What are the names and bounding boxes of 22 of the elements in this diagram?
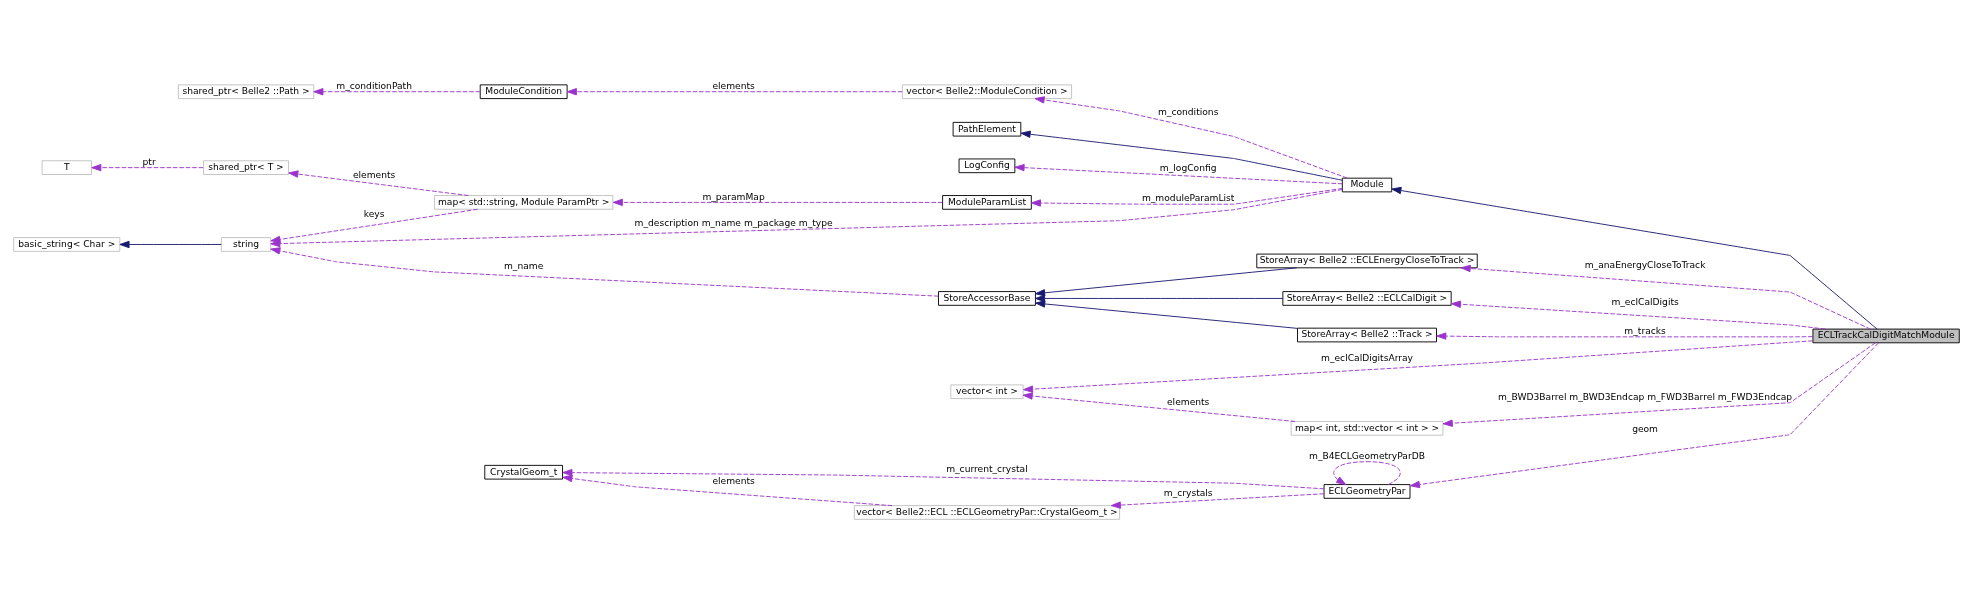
edge-label: m_B4ECLGeometryParDB	[1309, 450, 1425, 461]
edge-label: m_anaEnergyCloseToTrack	[1584, 260, 1706, 271]
edge-label: m_moduleParamList	[1141, 193, 1235, 204]
edge-label: elements	[1167, 396, 1210, 407]
edge-label: geom	[1632, 423, 1659, 434]
edge-label: elements	[712, 476, 755, 487]
edge-label: m_crystals	[1163, 488, 1213, 499]
edge-label: m_BWD3Barrel m_BWD3Endcap m_FWD3Barrel m_FWD3Endcap	[1498, 391, 1793, 402]
edge-label: m_logConfig	[1159, 163, 1217, 174]
edge-label: elements	[352, 169, 396, 180]
edge-label: m_conditions	[1157, 106, 1219, 117]
edge-label: ptr	[142, 156, 156, 167]
edge-label: m_name	[503, 261, 544, 272]
edge-label: elements	[712, 80, 755, 91]
edge-label: m_conditionPath	[336, 80, 412, 91]
edge-label: m_eclCalDigitsArray	[1321, 352, 1413, 363]
edge-label: keys	[363, 209, 385, 220]
edge-label: m_current_crystal	[946, 464, 1028, 475]
edge-label: m_tracks	[1624, 326, 1666, 337]
edge-label: m_description m_name m_package m_type	[634, 218, 833, 229]
edge-label: m_eclCalDigits	[1611, 296, 1679, 307]
edge-label: m_paramMap	[702, 191, 765, 202]
